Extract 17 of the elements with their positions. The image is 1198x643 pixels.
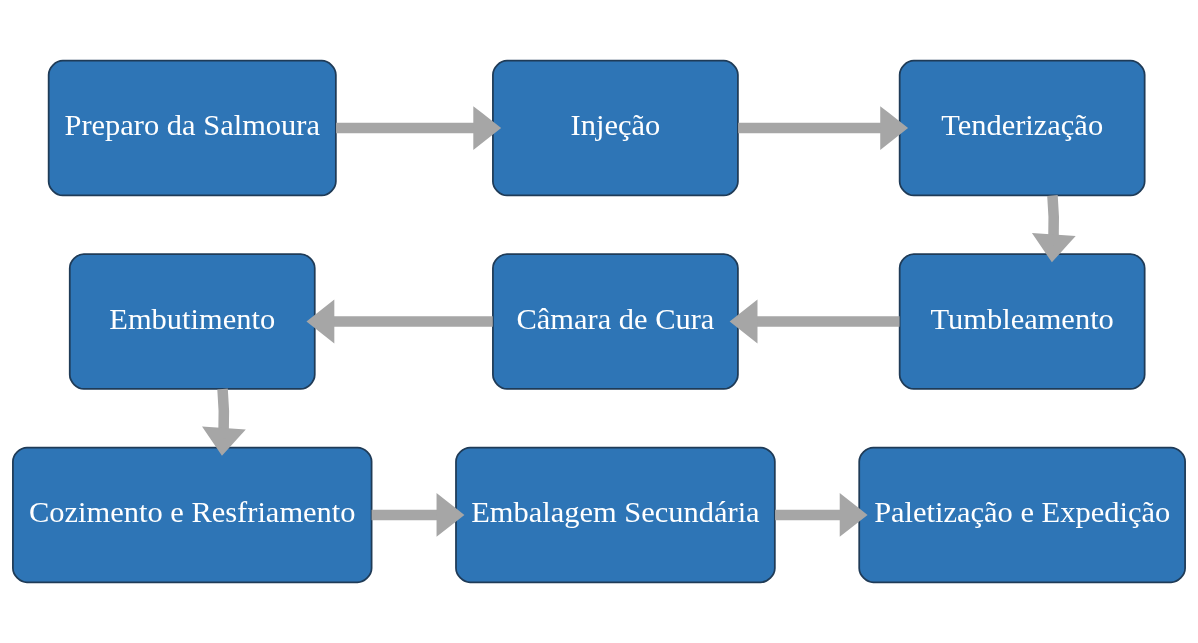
arrow: [775, 492, 868, 537]
arrow: [371, 492, 465, 537]
node-box: Injeção: [492, 59, 739, 197]
node-box: Cozimento e Resfriamento: [12, 446, 373, 584]
arrow: [336, 106, 502, 151]
node-box: Preparo da Salmoura: [47, 59, 337, 197]
node-box: Tumbleamento: [898, 253, 1146, 390]
node-box: Câmara de Cura: [492, 253, 739, 390]
arrow: [306, 299, 493, 344]
node-box: Embutimento: [68, 253, 316, 390]
arrow: [738, 106, 909, 151]
arrow: [729, 299, 900, 344]
arrow: [1031, 195, 1076, 263]
node-box: Embalagem Secundária: [455, 446, 776, 584]
node-box: Tenderização: [898, 59, 1146, 197]
arrow: [202, 388, 246, 456]
node-box: Paletização e Expedição: [858, 446, 1186, 584]
